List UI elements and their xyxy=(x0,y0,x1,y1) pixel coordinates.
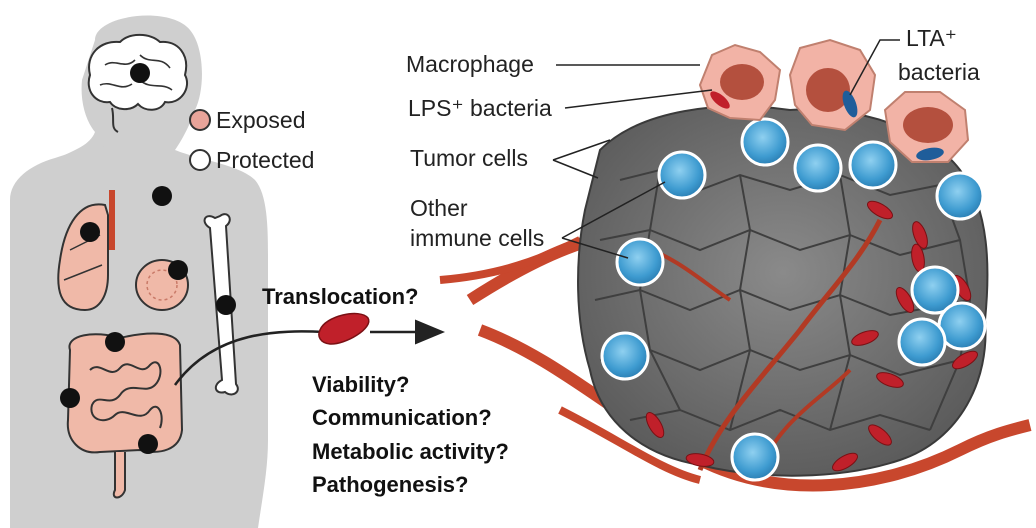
question-list: Viability? Communication? Metabolic acti… xyxy=(312,372,509,497)
exposure-markers xyxy=(60,63,236,454)
macrophages xyxy=(698,38,970,163)
question-pathogenesis: Pathogenesis? xyxy=(312,472,468,497)
question-communication: Communication? xyxy=(312,405,492,430)
immune-cell xyxy=(730,432,780,482)
legend-exposed-label: Exposed xyxy=(216,107,306,133)
translocation-label: Translocation? xyxy=(262,284,418,309)
label-other-line1: Other xyxy=(410,195,468,221)
legend-exposed-swatch xyxy=(189,109,211,131)
immune-cell xyxy=(848,140,898,190)
legend-protected-swatch xyxy=(189,149,211,171)
label-other-line2: immune cells xyxy=(410,225,544,251)
immune-cell xyxy=(657,150,707,200)
bacterium-icon xyxy=(318,312,370,345)
macrophage-2 xyxy=(788,38,877,132)
immune-cell xyxy=(935,171,985,221)
legend-protected-label: Protected xyxy=(216,147,314,173)
immune-cells xyxy=(600,117,987,482)
question-metabolic: Metabolic activity? xyxy=(312,439,509,464)
immune-cell xyxy=(600,331,650,381)
label-macrophage: Macrophage xyxy=(406,51,534,77)
question-viability: Viability? xyxy=(312,372,409,397)
immune-cell xyxy=(910,265,960,315)
immune-cell xyxy=(740,117,790,167)
macrophage-3 xyxy=(883,91,970,163)
immune-cell xyxy=(615,237,665,287)
immune-cell xyxy=(897,317,947,367)
macrophage-1 xyxy=(698,43,782,122)
callouts: Macrophage LPS⁺ bacteria Tumor cells Oth… xyxy=(406,25,980,259)
label-tumor-cells: Tumor cells xyxy=(410,145,528,171)
label-lta-line2: bacteria xyxy=(898,59,980,85)
intestines-icon xyxy=(66,332,184,499)
legend: Exposed Protected xyxy=(189,107,314,173)
label-lps-bacteria: LPS⁺ bacteria xyxy=(408,95,552,121)
immune-cell xyxy=(793,143,843,193)
translocation-arrow xyxy=(173,312,445,386)
label-lta-line1: LTA⁺ xyxy=(906,25,957,51)
